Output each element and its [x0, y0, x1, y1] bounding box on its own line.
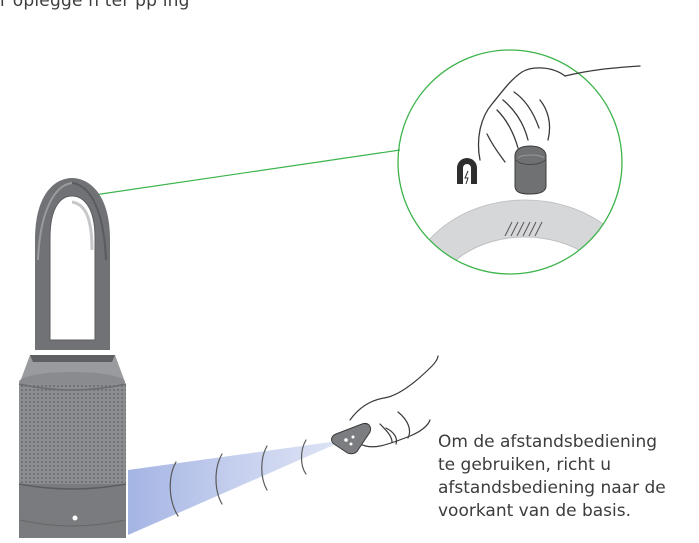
callout-line — [59, 149, 401, 201]
instruction-caption: Om de afstandsbediening te gebruiken, ri… — [438, 431, 699, 523]
caption-line-2: te gebruiken, richt u — [438, 455, 612, 475]
loop-amplifier — [35, 178, 110, 350]
device-base — [18, 483, 127, 538]
cut-off-top-text: r oplegge n ter pp ing — [0, 0, 190, 11]
caption-line-1: Om de afstandsbediening — [438, 432, 658, 452]
purifier-device — [18, 178, 127, 538]
caption-line-3: afstandsbediening naar de — [438, 478, 666, 498]
placement-hatch — [504, 221, 543, 237]
small-remote — [331, 423, 371, 455]
hand-pointing-remote — [349, 355, 439, 448]
hand-holding-remote — [477, 65, 641, 163]
device-mesh-body — [19, 384, 126, 484]
zoom-detail-circle — [397, 49, 641, 275]
signal-waves — [169, 439, 307, 517]
magnet-icon — [457, 158, 477, 185]
remote-in-hand — [514, 145, 547, 195]
caption-line-4: voorkant van de basis. — [438, 501, 632, 521]
signal-beam — [128, 440, 345, 535]
